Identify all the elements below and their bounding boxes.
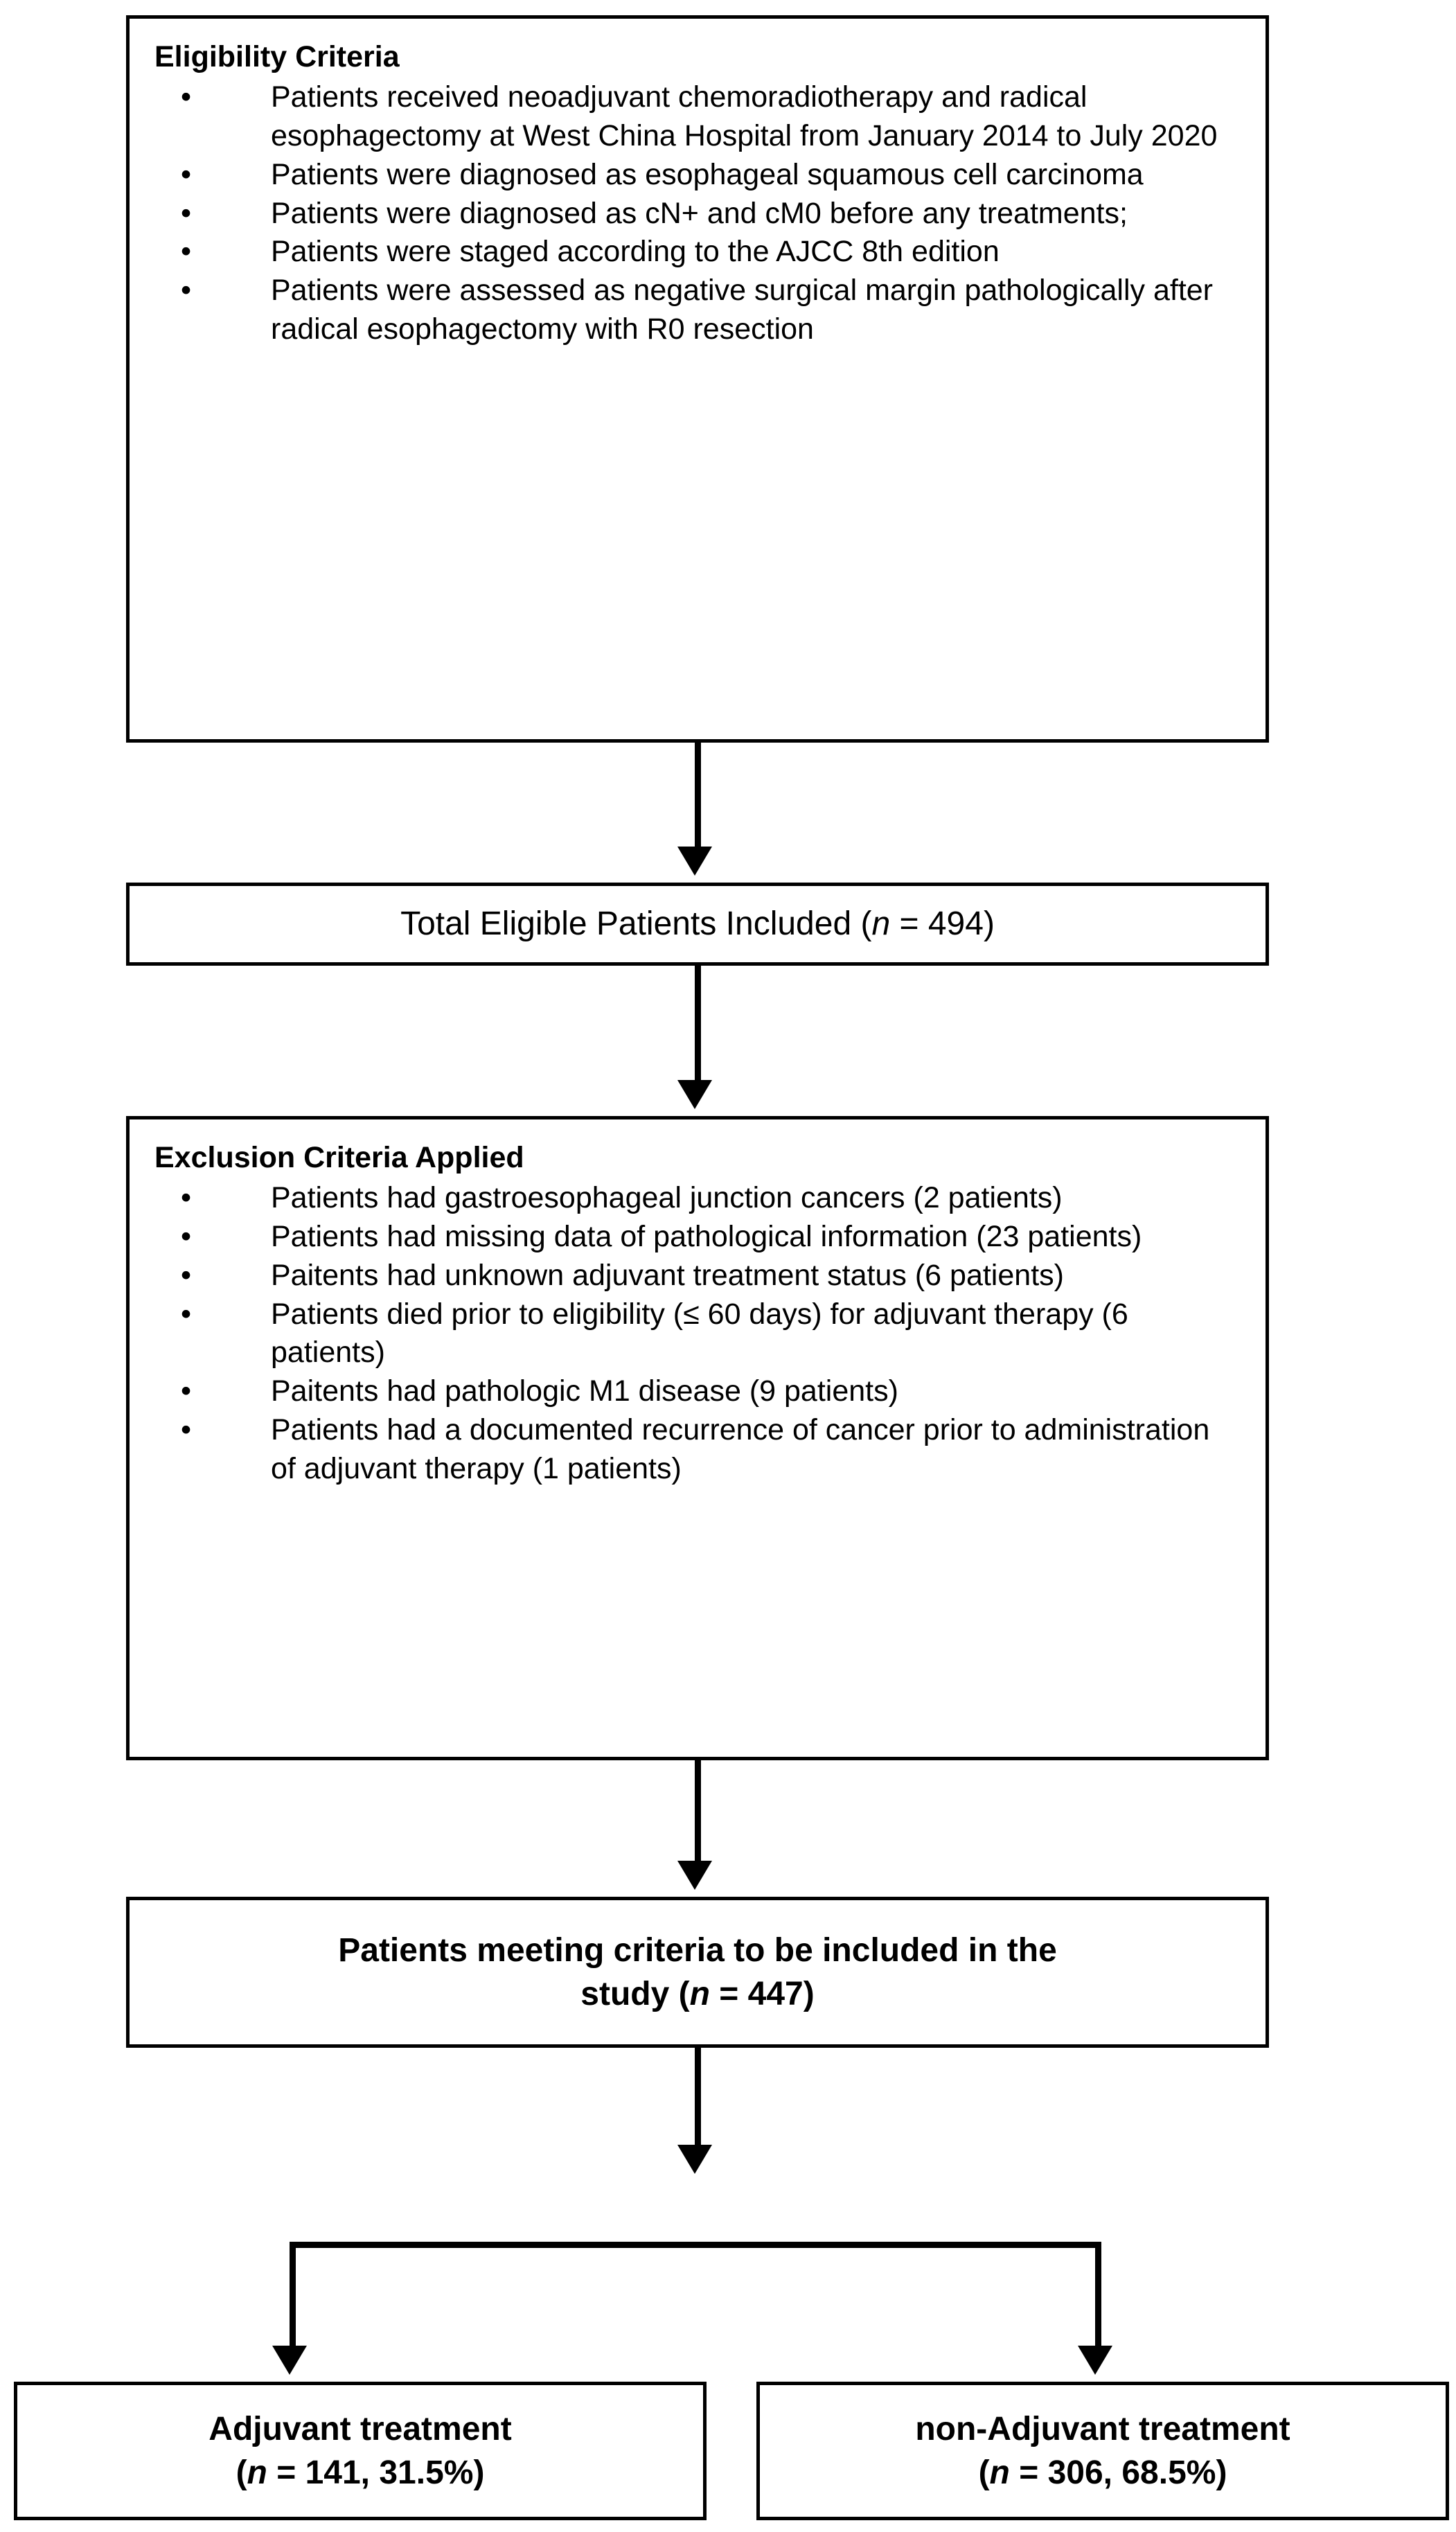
bullet-icon: • bbox=[181, 1413, 192, 1447]
list-item-text: Patients were staged according to the AJ… bbox=[271, 235, 1000, 269]
list-item-text: Patients died prior to eligibility (≤ 60… bbox=[271, 1297, 1128, 1370]
bullet-icon: • bbox=[181, 274, 192, 308]
connector-arrow-left bbox=[272, 2346, 307, 2375]
connector-line-right-branch bbox=[1095, 2242, 1101, 2346]
included-patients-box: Patients meeting criteria to be included… bbox=[126, 1897, 1269, 2048]
adjuvant-treatment-stats: (n = 141, 31.5%) bbox=[236, 2451, 485, 2495]
bullet-icon: • bbox=[181, 1374, 192, 1408]
total-eligible-patients-text: Total Eligible Patients Included (n = 49… bbox=[400, 903, 995, 946]
list-item: • Patients died prior to eligibility (≤ … bbox=[154, 1295, 1241, 1373]
sample-size-symbol: n bbox=[689, 1976, 710, 2012]
connector-line-left-branch bbox=[290, 2242, 296, 2346]
list-item-text: Patients were diagnosed as esophageal sq… bbox=[271, 157, 1144, 191]
bullet-icon: • bbox=[181, 1258, 192, 1292]
list-item: • Patients had gastroesophageal junction… bbox=[154, 1179, 1241, 1218]
non-adjuvant-treatment-title: non-Adjuvant treatment bbox=[915, 2410, 1290, 2447]
adjuvant-treatment-box: Adjuvant treatment (n = 141, 31.5%) bbox=[14, 2382, 707, 2520]
list-item-text: Paitents had pathologic M1 disease (9 pa… bbox=[271, 1374, 898, 1408]
list-item-text: Paitents had unknown adjuvant treatment … bbox=[271, 1258, 1064, 1292]
exclusion-criteria-box: Exclusion Criteria Applied • Patients ha… bbox=[126, 1116, 1269, 1760]
adjuvant-stats-prefix: ( bbox=[236, 2454, 247, 2491]
list-item-text: Patients received neoadjuvant chemoradio… bbox=[271, 80, 1218, 152]
list-item-text: Patients had a documented recurrence of … bbox=[271, 1413, 1210, 1486]
included-patients-line-2: study (n = 447) bbox=[580, 1972, 814, 2016]
total-eligible-suffix: = 494) bbox=[890, 905, 995, 942]
list-item: • Patients were assessed as negative sur… bbox=[154, 272, 1241, 349]
connector-line-1 bbox=[695, 743, 701, 853]
connector-arrow-2 bbox=[677, 1080, 712, 1109]
list-item: • Patients received neoadjuvant chemorad… bbox=[154, 78, 1241, 156]
non-adjuvant-stats-suffix: = 306, 68.5%) bbox=[1009, 2454, 1227, 2491]
exclusion-criteria-list: • Patients had gastroesophageal junction… bbox=[154, 1179, 1241, 1489]
total-eligible-patients-box: Total Eligible Patients Included (n = 49… bbox=[126, 883, 1269, 966]
bullet-icon: • bbox=[181, 196, 192, 230]
list-item: • Paitents had pathologic M1 disease (9 … bbox=[154, 1372, 1241, 1411]
eligibility-criteria-list: • Patients received neoadjuvant chemorad… bbox=[154, 78, 1241, 349]
list-item-text: Patients had gastroesophageal junction c… bbox=[271, 1180, 1063, 1214]
bullet-icon: • bbox=[181, 157, 192, 191]
list-item: • Patients were diagnosed as cN+ and cM0… bbox=[154, 195, 1241, 233]
exclusion-criteria-title: Exclusion Criteria Applied bbox=[154, 1141, 524, 1174]
non-adjuvant-stats-prefix: ( bbox=[978, 2454, 990, 2491]
adjuvant-stats-suffix: = 141, 31.5%) bbox=[267, 2454, 485, 2491]
sample-size-symbol: n bbox=[247, 2454, 267, 2491]
included-patients-line-1: Patients meeting criteria to be included… bbox=[338, 1931, 1057, 1969]
list-item: • Paitents had unknown adjuvant treatmen… bbox=[154, 1257, 1241, 1295]
included-patients-suffix: = 447) bbox=[709, 1976, 815, 2012]
sample-size-symbol: n bbox=[871, 905, 891, 942]
list-item-text: Patients were diagnosed as cN+ and cM0 b… bbox=[271, 196, 1128, 230]
bullet-icon: • bbox=[181, 1180, 192, 1214]
bullet-icon: • bbox=[181, 80, 192, 114]
list-item: • Patients had missing data of pathologi… bbox=[154, 1218, 1241, 1257]
connector-line-3 bbox=[695, 1760, 701, 1861]
adjuvant-treatment-title: Adjuvant treatment bbox=[208, 2410, 512, 2447]
connector-line-2 bbox=[695, 966, 701, 1080]
list-item-text: Patients were assessed as negative surgi… bbox=[271, 274, 1214, 346]
connector-arrow-3 bbox=[677, 1861, 712, 1890]
connector-split-bar bbox=[290, 2242, 1101, 2248]
list-item: • Patients were diagnosed as esophageal … bbox=[154, 156, 1241, 195]
list-item: • Patients had a documented recurrence o… bbox=[154, 1411, 1241, 1489]
connector-arrow-4 bbox=[677, 2145, 712, 2174]
non-adjuvant-treatment-stats: (n = 306, 68.5%) bbox=[979, 2451, 1227, 2495]
non-adjuvant-treatment-box: non-Adjuvant treatment (n = 306, 68.5%) bbox=[756, 2382, 1449, 2520]
bullet-icon: • bbox=[181, 1219, 192, 1253]
included-patients-prefix: study ( bbox=[580, 1976, 690, 2012]
connector-arrow-right bbox=[1078, 2346, 1112, 2375]
total-eligible-prefix: Total Eligible Patients Included ( bbox=[400, 905, 872, 942]
bullet-icon: • bbox=[181, 235, 192, 269]
eligibility-criteria-box: Eligibility Criteria • Patients received… bbox=[126, 15, 1269, 743]
connector-line-4-stem bbox=[695, 2048, 701, 2145]
list-item: • Patients were staged according to the … bbox=[154, 233, 1241, 272]
eligibility-criteria-title: Eligibility Criteria bbox=[154, 40, 400, 73]
list-item-text: Patients had missing data of pathologica… bbox=[271, 1219, 1142, 1253]
bullet-icon: • bbox=[181, 1297, 192, 1331]
sample-size-symbol: n bbox=[989, 2454, 1010, 2491]
connector-arrow-1 bbox=[677, 847, 712, 876]
